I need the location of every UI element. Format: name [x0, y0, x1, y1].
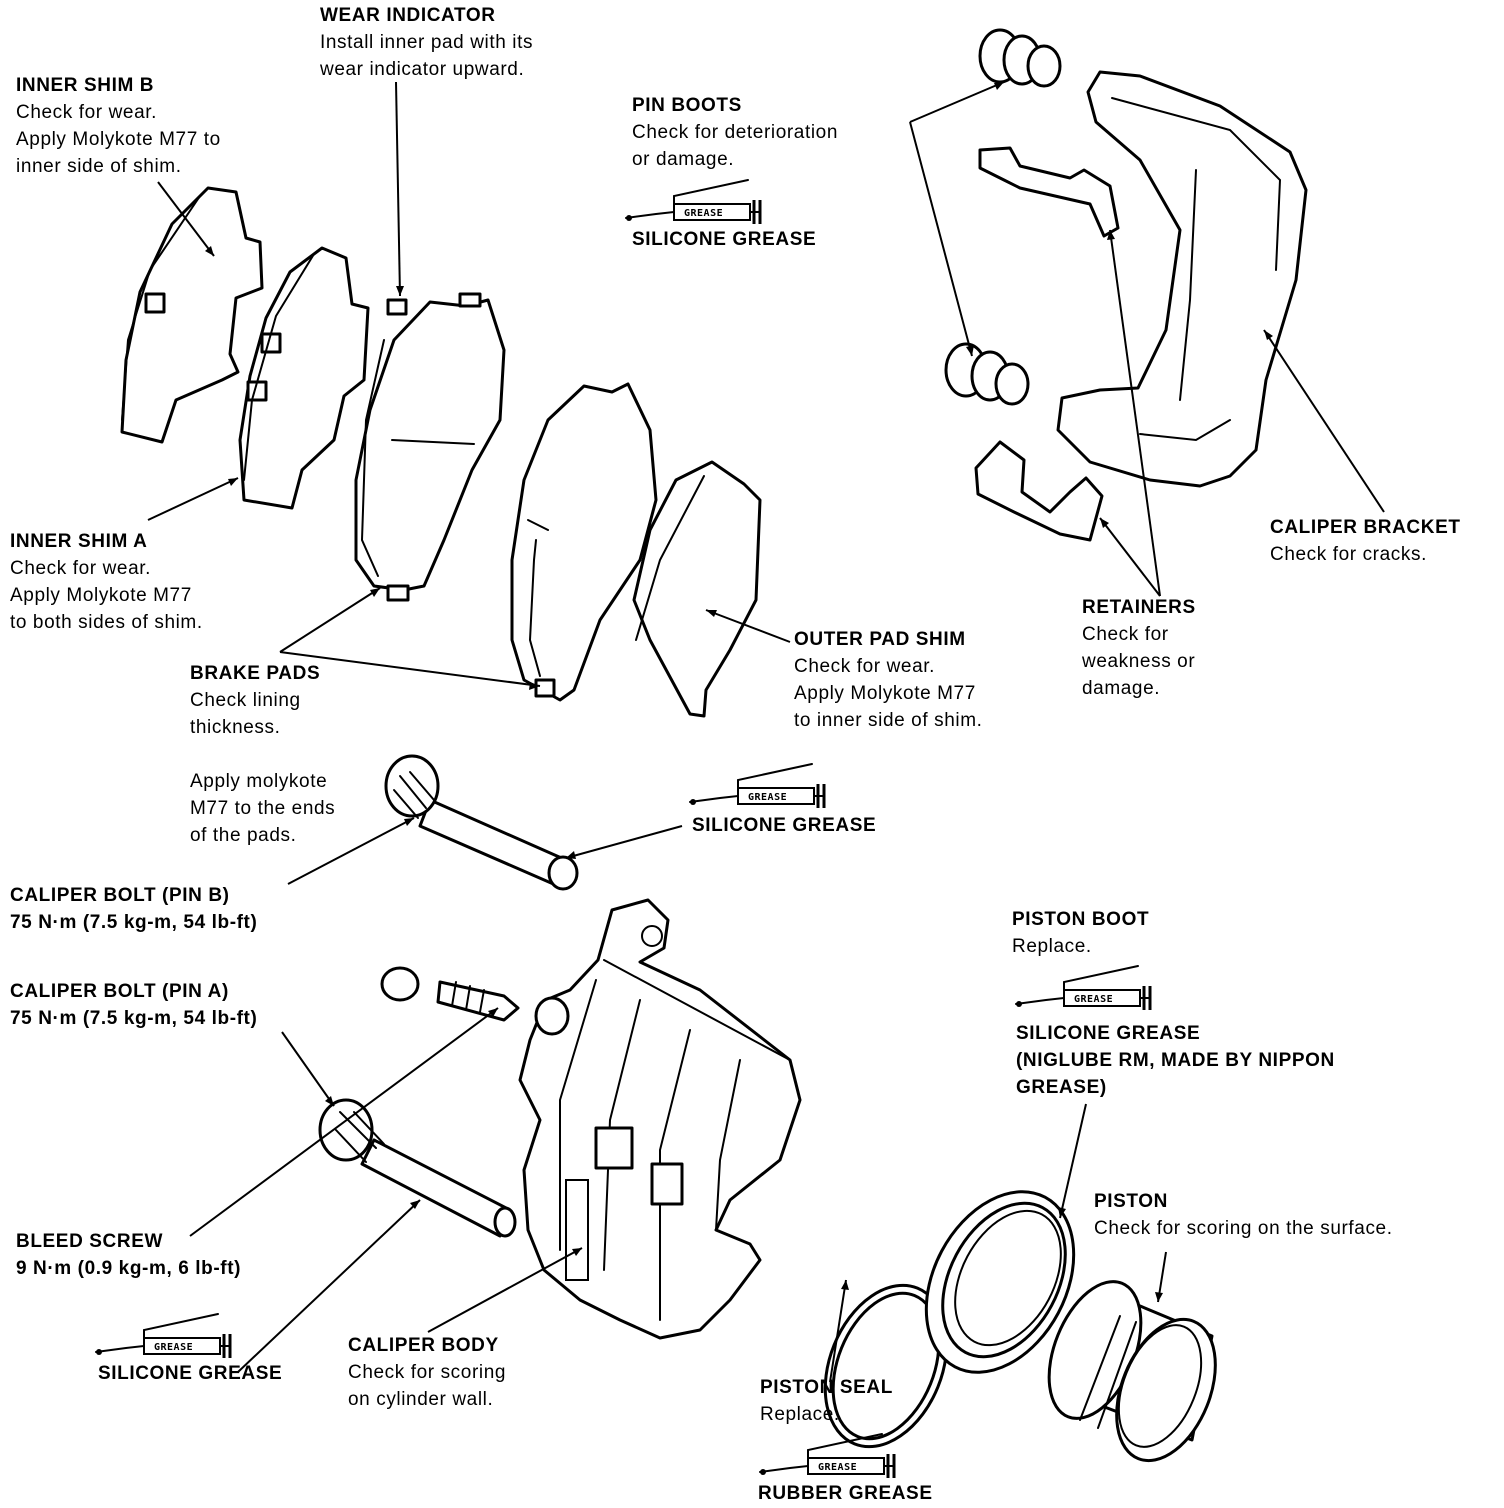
label-piston-seal: PISTON SEAL Replace. [760, 1377, 893, 1425]
caliper-bracket [1056, 70, 1308, 488]
caliper-body [518, 898, 802, 1340]
label-caliper-bracket: CALIPER BRACKET Check for cracks. [1270, 517, 1461, 565]
grease-icon-pin-boots: GREASE [624, 178, 762, 226]
retainer-lower [974, 440, 1104, 542]
pin-boot-lower [944, 342, 1030, 406]
label-outer-pad-shim: OUTER PAD SHIM Check for wear. Apply Mol… [794, 629, 983, 731]
label-pin-boots-grease: SILICONE GREASE [632, 229, 817, 250]
label-pin-boots: PIN BOOTS Check for deterioration or dam… [632, 95, 839, 170]
outer-brake-pad [510, 382, 658, 702]
label-piston-boot-grease: SILICONE GREASE (NIGLUBE RM, MADE BY NIP… [1016, 1023, 1335, 1098]
label-bleed-screw: BLEED SCREW 9 N·m (0.9 kg-m, 6 lb-ft) [16, 1231, 242, 1279]
label-molykote-note: Apply molykote M77 to the ends of the pa… [190, 771, 336, 846]
inner-brake-pad [354, 292, 506, 602]
label-piston-boot: PISTON BOOT Replace. [1012, 909, 1150, 957]
label-piston: PISTON Check for scoring on the surface. [1094, 1191, 1393, 1239]
label-caliper-bolt-pin-a: CALIPER BOLT (PIN A) 75 N·m (7.5 kg-m, 5… [10, 981, 258, 1029]
inner-shim-a [238, 246, 370, 510]
label-caliper-body: CALIPER BODY Check for scoring on cylind… [348, 1335, 507, 1410]
grease-icon-pin-b: GREASE [688, 762, 826, 810]
caliper-bolt-pin-a [318, 1098, 517, 1238]
label-rubber-grease: RUBBER GREASE [758, 1483, 933, 1504]
inner-shim-b [120, 186, 264, 444]
svg-text:GREASE: GREASE [1074, 994, 1113, 1005]
caliper-bolt-pin-b [384, 754, 579, 891]
svg-text:GREASE: GREASE [748, 792, 787, 803]
grease-icon-piston-boot-2: GREASE [1014, 964, 1152, 1012]
label-pin-a-grease: SILICONE GREASE [98, 1363, 283, 1384]
piston-seal [823, 1283, 949, 1449]
label-pin-b-grease: SILICONE GREASE [692, 815, 877, 836]
svg-text:GREASE: GREASE [818, 1462, 857, 1473]
label-brake-pads: BRAKE PADS Check lining thickness. [190, 663, 321, 738]
label-wear-indicator: WEAR INDICATOR Install inner pad with it… [320, 5, 534, 80]
label-retainers: RETAINERS Check for weakness or damage. [1082, 597, 1196, 699]
label-caliper-bolt-pin-b: CALIPER BOLT (PIN B) 75 N·m (7.5 kg-m, 5… [10, 885, 258, 933]
svg-text:GREASE: GREASE [154, 1342, 193, 1353]
pin-boot-upper [978, 28, 1062, 88]
piston-boot [924, 1190, 1076, 1374]
grease-icon-pin-a: GREASE [94, 1312, 232, 1360]
grease-icon-rubber: GREASE [758, 1432, 896, 1480]
label-inner-shim-b: INNER SHIM B Check for wear. Apply Molyk… [16, 75, 221, 177]
piston [1047, 1280, 1217, 1463]
outer-pad-shim [632, 460, 762, 718]
leader-lines [147, 81, 1385, 1383]
bleed-screw [380, 966, 520, 1022]
label-inner-shim-a: INNER SHIM A Check for wear. Apply Molyk… [10, 531, 203, 633]
svg-text:GREASE: GREASE [684, 208, 723, 219]
retainer-upper [978, 146, 1120, 238]
